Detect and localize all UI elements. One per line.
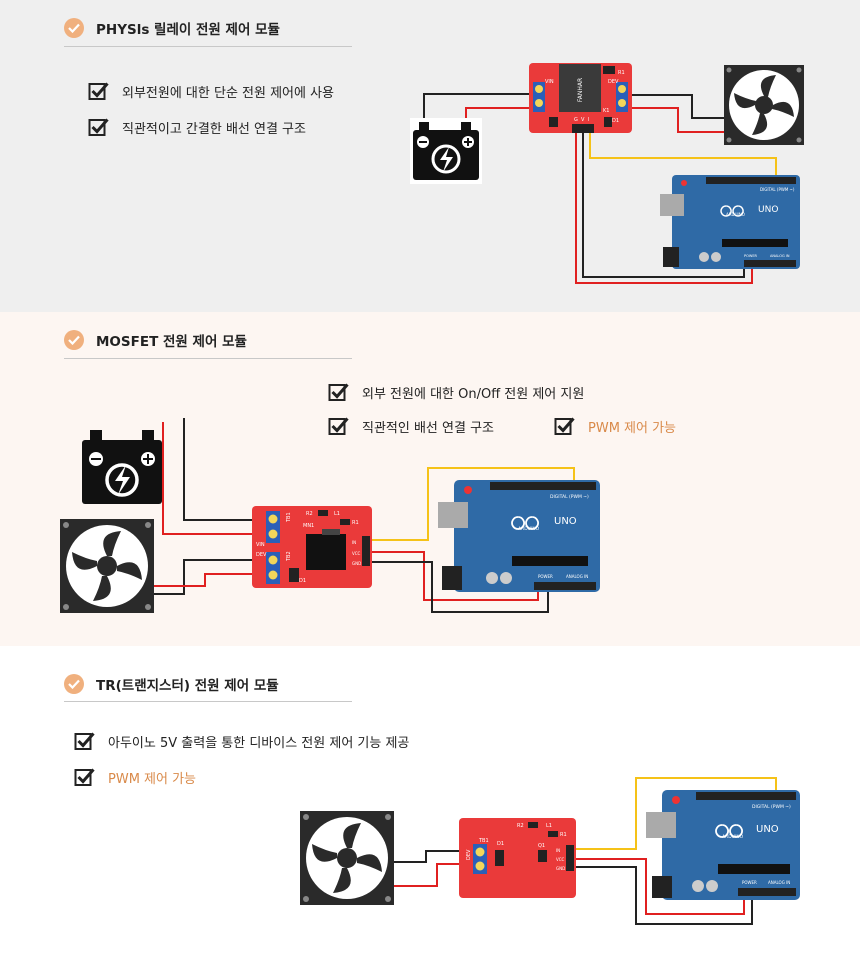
mosfet-mn1-label: MN1 — [303, 523, 314, 529]
transistor-section: TR(트랜지스터) 전원 제어 모듈 아두이노 5V 출력을 통한 디바이스 전… — [0, 646, 860, 957]
checkbox-icon — [328, 383, 349, 401]
section-header: PHYSls 릴레이 전원 제어 모듈 — [64, 18, 280, 38]
feature-item: PWM 제어 가능 — [554, 416, 676, 436]
transistor-d1-label: D1 — [497, 841, 504, 847]
relay-d1-label: D1 — [612, 118, 619, 124]
mosfet-l1-label: L1 — [334, 511, 340, 517]
board-digital-label: DIGITAL (PWM ~) — [760, 187, 795, 192]
relay-brand: FANHAR — [577, 78, 584, 102]
feature-text: 외부전원에 대한 단순 전원 제어에 사용 — [122, 85, 335, 101]
divider — [64, 701, 352, 702]
check-circle-icon — [64, 18, 84, 38]
arduino-board: DIGITAL (PWM ~) UNO ARDUINO POWER ANALOG… — [438, 480, 600, 592]
board-uno-label: UNO — [758, 205, 778, 215]
battery-icon — [410, 118, 482, 184]
mosfet-tb1-label: TB1 — [286, 512, 292, 523]
board-power-label: POWER — [742, 880, 757, 885]
transistor-pin-in: IN — [556, 848, 560, 853]
feature-item: 외부전원에 대한 단순 전원 제어에 사용 — [88, 81, 334, 101]
relay-pin-g: G — [574, 117, 578, 123]
transistor-q1-label: Q1 — [538, 843, 545, 849]
checkbox-icon — [328, 417, 349, 435]
section-title: PHYSls 릴레이 전원 제어 모듈 — [96, 22, 280, 38]
fan-icon — [60, 519, 154, 613]
board-power-label: POWER — [538, 574, 553, 579]
relay-section: PHYSls 릴레이 전원 제어 모듈 외부전원에 대한 단순 전원 제어에 사… — [0, 0, 860, 312]
arduino-board: DIGITAL (PWM ~) UNO ARDUINO POWER ANALOG… — [646, 790, 800, 900]
relay-module: FANHAR R1 VIN DEV K1 D1 G V I — [529, 63, 632, 133]
feature-text: 외부 전원에 대한 On/Off 전원 제어 지원 — [362, 386, 585, 402]
relay-pin-v: V — [581, 117, 585, 123]
feature-item: PWM 제어 가능 — [74, 767, 196, 787]
feature-item: 직관적이고 간결한 배선 연결 구조 — [88, 117, 306, 137]
board-analog-label: ANALOG IN — [770, 254, 790, 258]
board-power-label: POWER — [744, 254, 758, 258]
board-analog-label: ANALOG IN — [768, 880, 790, 885]
check-circle-icon — [64, 674, 84, 694]
relay-vin-label: VIN — [545, 79, 554, 85]
relay-k1-label: K1 — [603, 108, 609, 114]
transistor-r2-label: R2 — [517, 823, 524, 829]
mosfet-module: TB1 TB2 VIN DEV R2 L1 R1 MN1 D1 IN VCC G… — [252, 506, 372, 588]
feature-text-highlight: PWM 제어 가능 — [588, 420, 677, 436]
feature-item: 외부 전원에 대한 On/Off 전원 제어 지원 — [328, 382, 584, 402]
mosfet-dev-label: DEV — [256, 552, 267, 558]
checkbox-icon — [74, 768, 95, 786]
transistor-r1-label: R1 — [560, 832, 567, 838]
transistor-tb1-label: TB1 — [478, 838, 489, 844]
section-header: MOSFET 전원 제어 모듈 — [64, 330, 247, 350]
fan-icon — [724, 65, 804, 145]
board-digital-label: DIGITAL (PWM ~) — [752, 804, 791, 810]
feature-text: 아두이노 5V 출력을 통한 디바이스 전원 제어 기능 제공 — [108, 735, 410, 751]
relay-wiring-diagram: FANHAR R1 VIN DEV K1 D1 G V I — [410, 63, 804, 284]
transistor-pin-gnd: GND — [556, 866, 565, 871]
divider — [64, 46, 352, 47]
relay-dev-label: DEV — [608, 79, 619, 85]
check-circle-icon — [64, 330, 84, 350]
mosfet-r2-label: R2 — [306, 511, 313, 517]
checkbox-icon — [74, 732, 95, 750]
section-header: TR(트랜지스터) 전원 제어 모듈 — [64, 674, 279, 694]
transistor-module: TB1 DEV D1 R2 L1 R1 Q1 IN VCC GND — [459, 818, 576, 898]
arduino-board: DIGITAL (PWM ~) UNO ARDUINO POWER ANALOG… — [660, 175, 800, 269]
board-uno-label: UNO — [554, 516, 577, 527]
fan-icon — [300, 811, 394, 905]
mosfet-pin-gnd: GND — [352, 561, 361, 566]
mosfet-tb2-label: TB2 — [286, 551, 292, 562]
board-analog-label: ANALOG IN — [566, 574, 588, 579]
transistor-wiring-diagram: TB1 DEV D1 R2 L1 R1 Q1 IN VCC GND DIGITA… — [300, 777, 800, 925]
relay-pin-i: I — [588, 117, 589, 123]
relay-r1-label: R1 — [618, 70, 625, 76]
checkbox-icon — [88, 118, 109, 136]
mosfet-section: MOSFET 전원 제어 모듈 외부 전원에 대한 On/Off 전원 제어 지… — [0, 312, 860, 646]
board-digital-label: DIGITAL (PWM ~) — [550, 494, 589, 500]
checkbox-icon — [554, 417, 575, 435]
section-title: TR(트랜지스터) 전원 제어 모듈 — [96, 678, 279, 694]
transistor-pin-vcc: VCC — [556, 857, 565, 862]
mosfet-d1-label: D1 — [299, 578, 306, 584]
mosfet-pin-vcc: VCC — [352, 551, 361, 556]
mosfet-r1-label: R1 — [352, 520, 359, 526]
divider — [64, 358, 352, 359]
feature-text: 직관적인 배선 연결 구조 — [362, 420, 494, 436]
mosfet-vin-label: VIN — [256, 542, 265, 548]
feature-item: 아두이노 5V 출력을 통한 디바이스 전원 제어 기능 제공 — [74, 731, 409, 751]
transistor-dev-label: DEV — [466, 849, 472, 860]
feature-text: 직관적이고 간결한 배선 연결 구조 — [122, 121, 306, 137]
transistor-l1-label: L1 — [546, 823, 552, 829]
section-title: MOSFET 전원 제어 모듈 — [96, 334, 247, 350]
battery-icon — [82, 430, 162, 504]
mosfet-pin-in: IN — [352, 540, 356, 545]
board-uno-label: UNO — [756, 824, 779, 835]
feature-text-highlight: PWM 제어 가능 — [108, 771, 197, 787]
mosfet-wiring-diagram: TB1 TB2 VIN DEV R2 L1 R1 MN1 D1 IN VCC G… — [60, 418, 600, 613]
checkbox-icon — [88, 82, 109, 100]
feature-item: 직관적인 배선 연결 구조 — [328, 416, 494, 436]
